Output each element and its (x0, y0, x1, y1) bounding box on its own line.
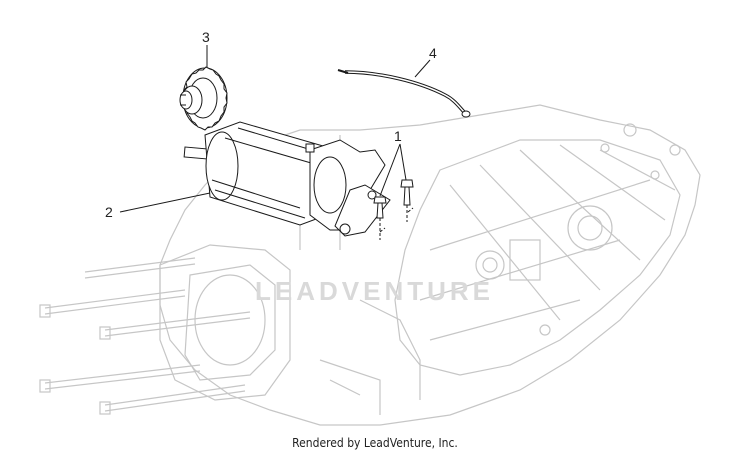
cable-part (337, 69, 471, 118)
bolts-part (373, 179, 414, 240)
ghost-studs (39, 257, 251, 415)
callout-3: 3 (202, 29, 210, 45)
starter-motor-part (183, 121, 391, 237)
footer-credit: Rendered by LeadVenture, Inc. (292, 436, 458, 450)
crankcase-ghost (159, 104, 701, 426)
gear-part (179, 66, 228, 131)
leader-lines (119, 45, 431, 213)
callout-1: 1 (394, 128, 402, 144)
callout-2: 2 (105, 204, 113, 220)
callout-4: 4 (429, 45, 437, 61)
watermark-text: LEADVENTURE (255, 276, 494, 306)
